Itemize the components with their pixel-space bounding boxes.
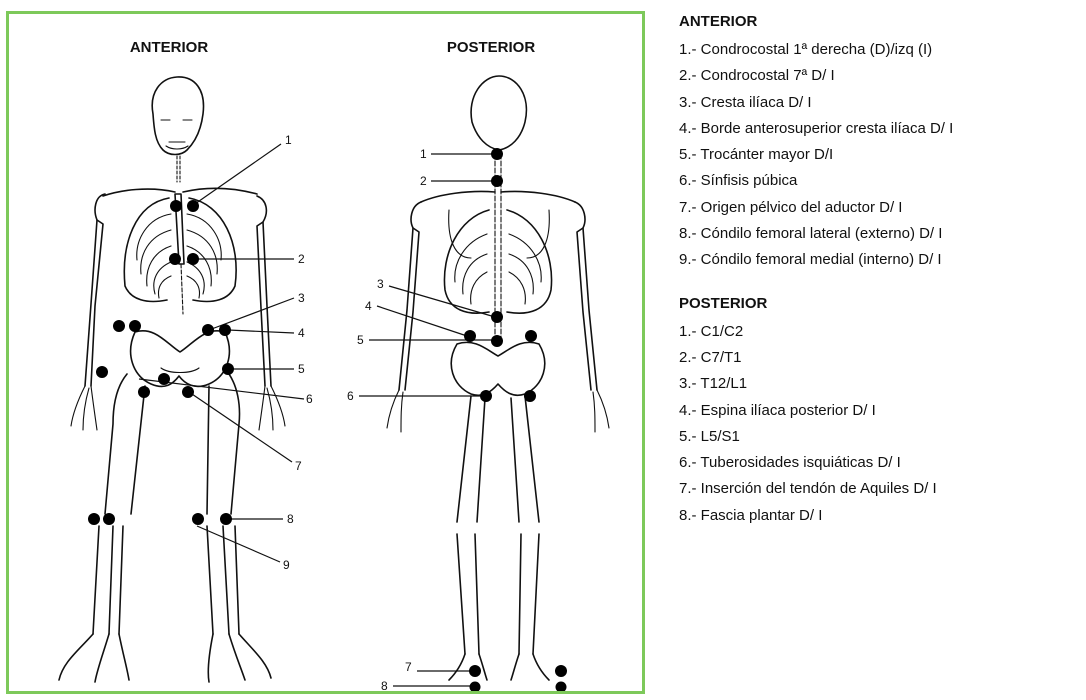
anterior-marker-2-right	[169, 253, 181, 265]
anterior-marker-8-left	[220, 513, 232, 525]
anterior-marker-4	[219, 324, 231, 336]
posterior-marker-7-left	[555, 665, 567, 677]
anterior-number-9: 9	[283, 558, 290, 572]
legend-anterior-item: 6.- Sínfisis púbica	[679, 168, 1084, 194]
anterior-number-1: 1	[285, 133, 292, 147]
anterior-number-7: 7	[295, 459, 302, 473]
legend-anterior-list: 1.- Condrocostal 1ª derecha (D)/izq (I) …	[679, 37, 1084, 274]
posterior-marker-3	[491, 311, 503, 323]
anterior-marker-7-right	[138, 386, 150, 398]
posterior-number-8: 8	[381, 679, 388, 691]
posterior-marker-4-right	[464, 330, 476, 342]
posterior-number-1: 1	[420, 147, 427, 161]
posterior-number-5: 5	[357, 333, 364, 347]
anterior-marker-6	[158, 373, 170, 385]
posterior-skeleton	[387, 76, 609, 680]
legend-anterior-item: 4.- Borde anterosuperior cresta ilíaca D…	[679, 116, 1084, 142]
figure-panel: ANTERIOR POSTERIOR	[6, 11, 645, 694]
anterior-marker-5-right	[96, 366, 108, 378]
posterior-marker-8-right	[470, 682, 481, 692]
posterior-marker-5	[491, 335, 503, 347]
anterior-marker-8-right	[88, 513, 100, 525]
anterior-marker-9-right	[103, 513, 115, 525]
legend-anterior-item: 2.- Condrocostal 7ª D/ I	[679, 63, 1084, 89]
legend-posterior-item: 4.- Espina ilíaca posterior D/ I	[679, 398, 1084, 424]
anterior-marker-5-left	[222, 363, 234, 375]
anterior-marker-3	[202, 324, 214, 336]
anterior-callouts: 1 2 3 4 5 6 7 8 9	[88, 133, 313, 572]
anterior-marker-4-right	[129, 320, 141, 332]
legend-posterior-item: 6.- Tuberosidades isquiáticas D/ I	[679, 450, 1084, 476]
legend-anterior-item: 8.- Cóndilo femoral lateral (externo) D/…	[679, 221, 1084, 247]
anterior-marker-7-left	[182, 386, 194, 398]
posterior-marker-1	[491, 148, 503, 160]
legend-anterior-item: 1.- Condrocostal 1ª derecha (D)/izq (I)	[679, 37, 1084, 63]
anterior-number-3: 3	[298, 291, 305, 305]
posterior-marker-6-left	[524, 390, 536, 402]
posterior-marker-6-right	[480, 390, 492, 402]
anterior-number-8: 8	[287, 512, 294, 526]
anterior-marker-1-right	[170, 200, 182, 212]
legend-anterior-item: 5.- Trocánter mayor D/I	[679, 142, 1084, 168]
legend-posterior-item: 8.- Fascia plantar D/ I	[679, 503, 1084, 529]
legend-posterior-item: 2.- C7/T1	[679, 345, 1084, 371]
legend-posterior-item: 3.- T12/L1	[679, 371, 1084, 397]
posterior-number-4: 4	[365, 299, 372, 313]
posterior-marker-4-left	[525, 330, 537, 342]
posterior-number-2: 2	[420, 174, 427, 188]
legend-anterior-item: 9.- Cóndilo femoral medial (interno) D/ …	[679, 247, 1084, 273]
anterior-marker-9-left	[192, 513, 204, 525]
legend-anterior-item: 7.- Origen pélvico del aductor D/ I	[679, 195, 1084, 221]
legend: ANTERIOR 1.- Condrocostal 1ª derecha (D)…	[679, 12, 1084, 529]
anterior-number-5: 5	[298, 362, 305, 376]
anterior-marker-2-left	[187, 253, 199, 265]
anterior-marker-3-right	[113, 320, 125, 332]
posterior-number-6: 6	[347, 389, 354, 403]
anterior-view-title: ANTERIOR	[130, 39, 209, 56]
anterior-skeleton	[59, 77, 285, 682]
anterior-number-4: 4	[298, 326, 305, 340]
posterior-marker-8-left	[556, 682, 567, 692]
legend-posterior-heading: POSTERIOR	[679, 294, 1084, 314]
posterior-number-7: 7	[405, 660, 412, 674]
skeleton-diagram: ANTERIOR POSTERIOR	[9, 14, 642, 691]
anterior-marker-1-left	[187, 200, 199, 212]
legend-anterior-heading: ANTERIOR	[679, 12, 1084, 32]
legend-anterior-item: 3.- Cresta ilíaca D/ I	[679, 90, 1084, 116]
legend-posterior-item: 5.- L5/S1	[679, 424, 1084, 450]
posterior-number-3: 3	[377, 277, 384, 291]
anterior-number-6: 6	[306, 392, 313, 406]
posterior-view-title: POSTERIOR	[447, 39, 536, 56]
anterior-number-2: 2	[298, 252, 305, 266]
legend-posterior-item: 7.- Inserción del tendón de Aquiles D/ I	[679, 476, 1084, 502]
posterior-marker-7-right	[469, 665, 481, 677]
posterior-marker-2	[491, 175, 503, 187]
legend-posterior-item: 1.- C1/C2	[679, 319, 1084, 345]
legend-posterior-list: 1.- C1/C2 2.- C7/T1 3.- T12/L1 4.- Espin…	[679, 319, 1084, 529]
